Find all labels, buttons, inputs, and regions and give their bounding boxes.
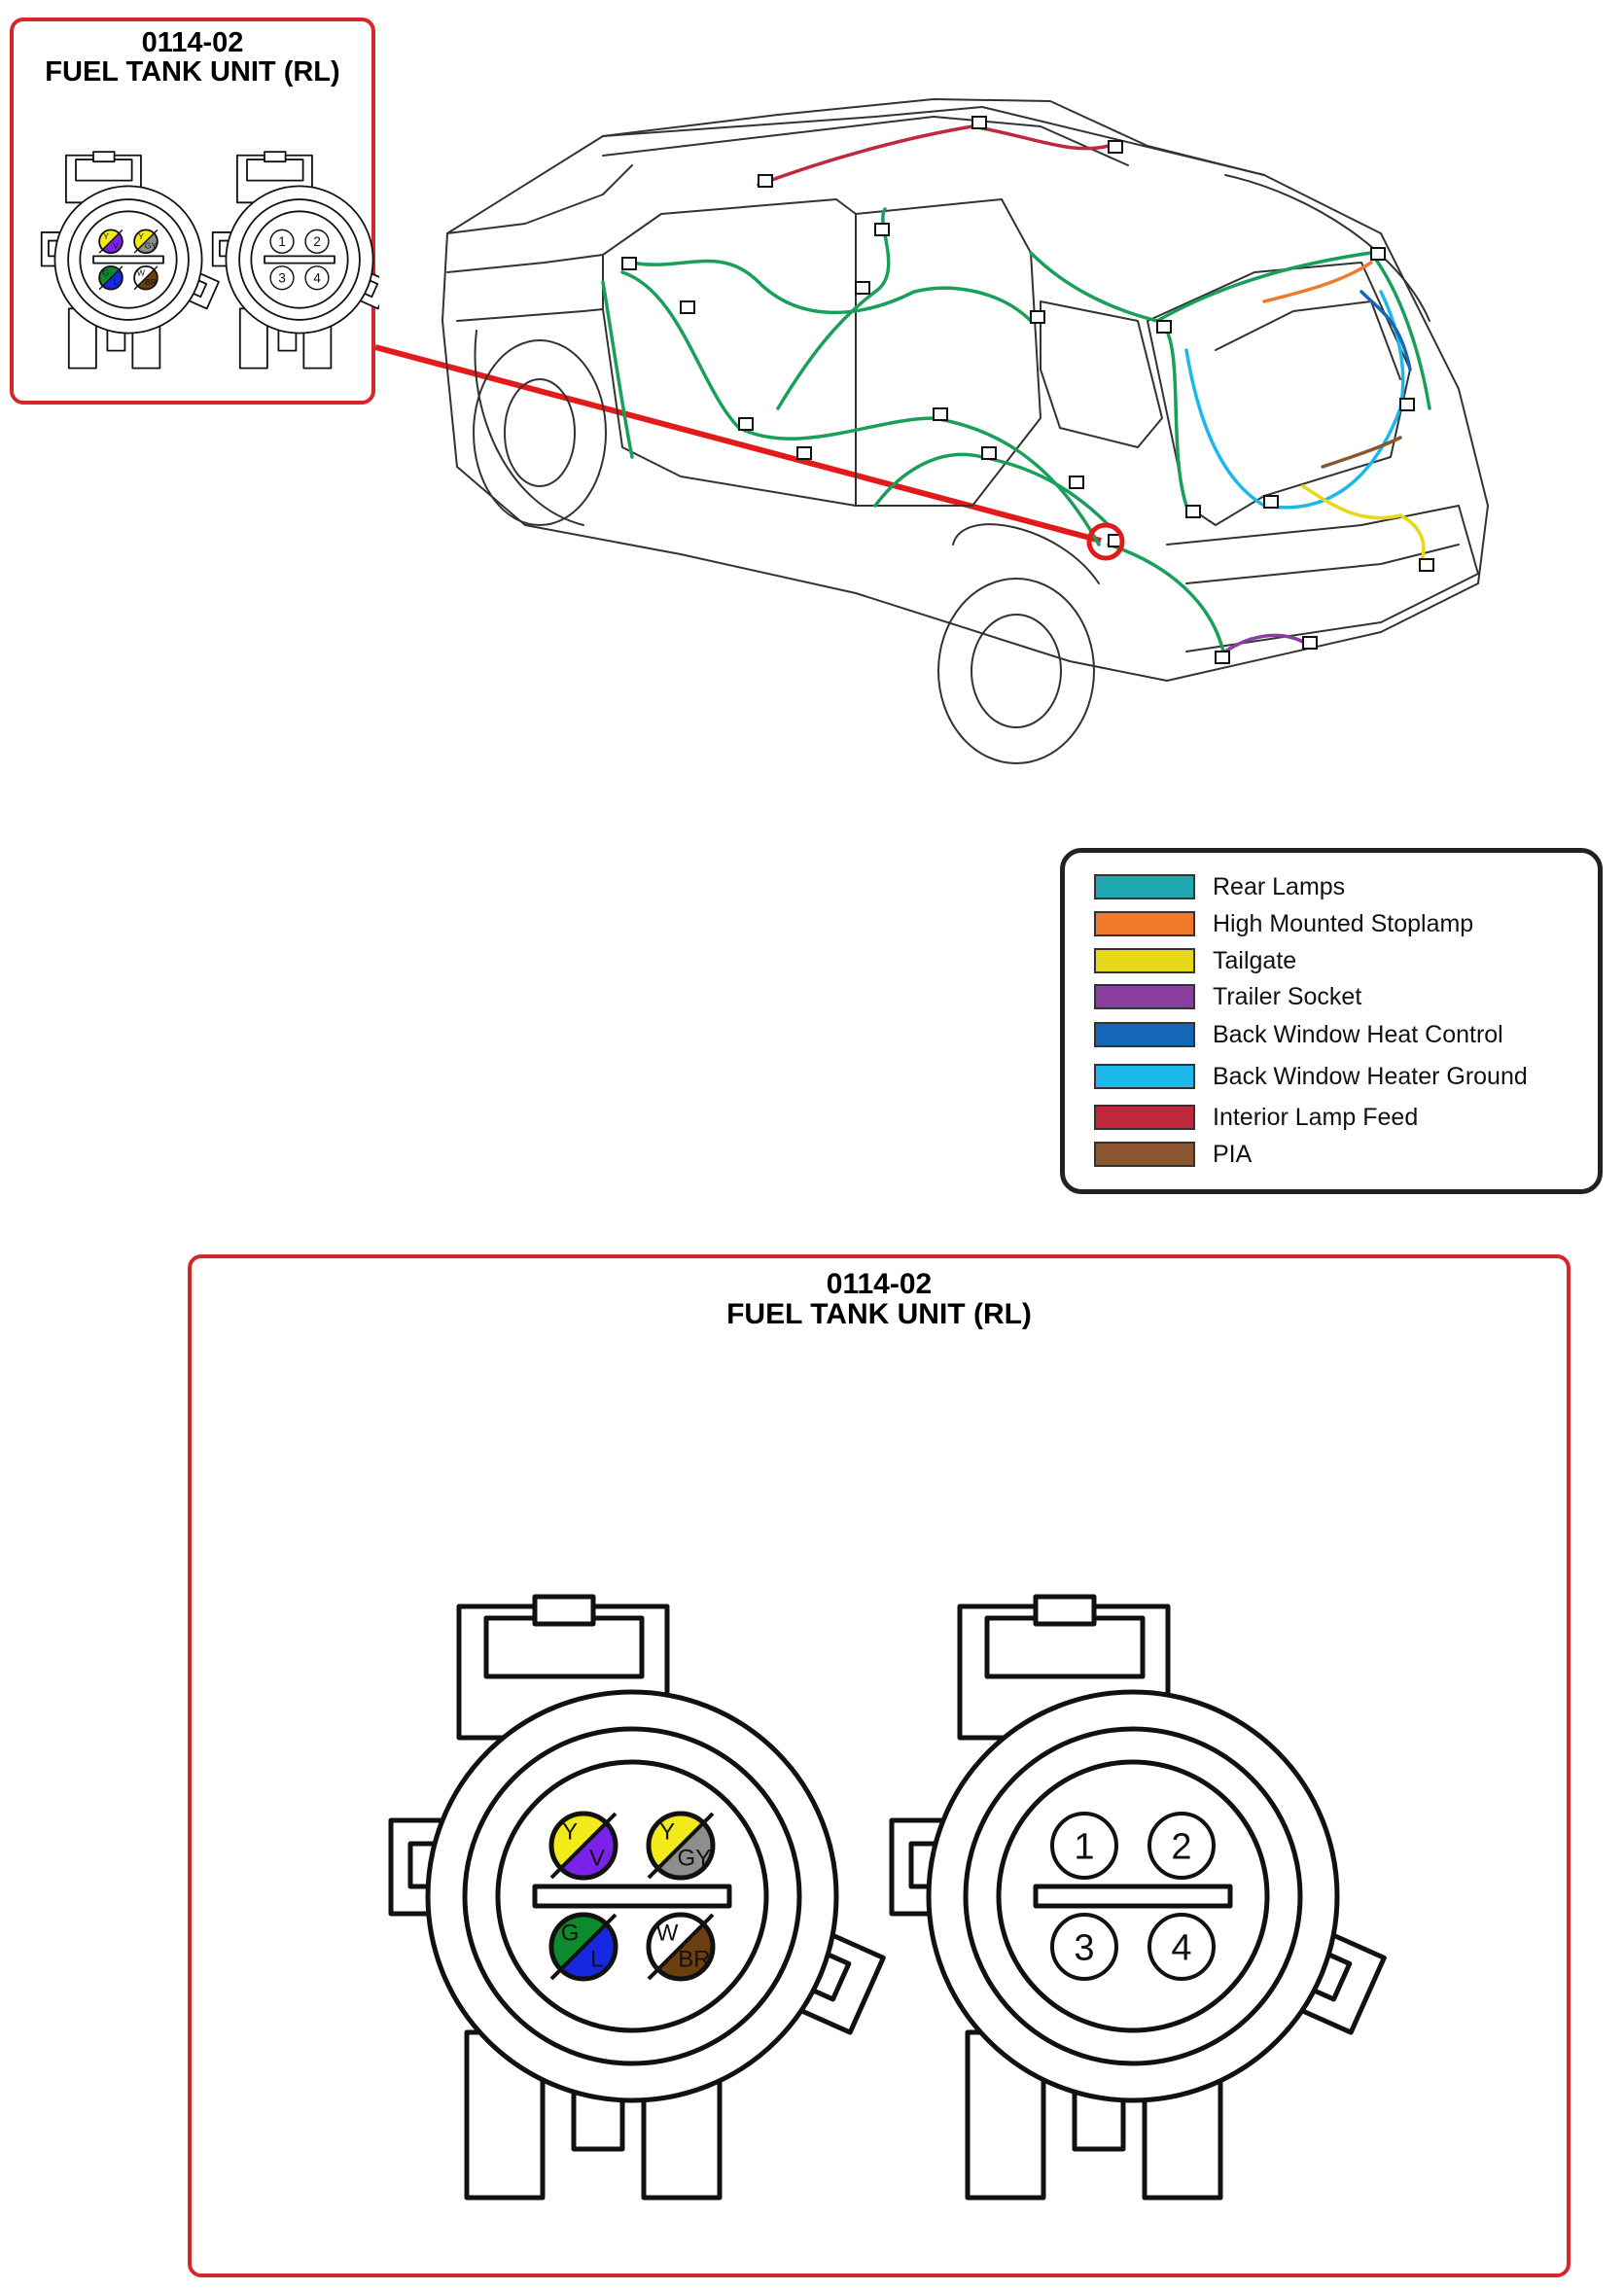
legend-item: Rear Lamps	[1094, 872, 1345, 901]
callout-panel-large: 0114-02 FUEL TANK UNIT (RL)	[188, 1254, 1571, 2277]
legend-label: Interior Lamp Feed	[1213, 1103, 1419, 1131]
callout-title-small: 0114-02 FUEL TANK UNIT (RL)	[14, 27, 371, 88]
legend-item: Back Window Heat Control	[1094, 1020, 1503, 1049]
leader-line	[374, 344, 1102, 544]
legend-label: High Mounted Stoplamp	[1213, 909, 1474, 937]
connector-name: FUEL TANK UNIT (RL)	[45, 55, 340, 88]
vehicle-harness-illustration	[441, 98, 1489, 764]
legend-label: Rear Lamps	[1213, 872, 1346, 900]
pin-number-1: 1	[269, 229, 295, 254]
legend-swatch	[1094, 1064, 1195, 1089]
pin-code-top: W	[137, 267, 146, 277]
pin-code-bottom: GY	[145, 241, 158, 251]
legend-item: PIA	[1094, 1140, 1252, 1169]
pin-number-2: 2	[304, 229, 330, 254]
connector-id-large: 0114-02	[826, 1268, 933, 1300]
svg-text:4: 4	[313, 271, 321, 286]
svg-text:3: 3	[1074, 1928, 1094, 1969]
legend-swatch	[1094, 1105, 1195, 1130]
svg-text:3: 3	[278, 271, 286, 286]
pin-top-left: YV	[548, 1811, 618, 1881]
pin-code-bottom: GY	[678, 1845, 712, 1871]
legend-swatch	[1094, 1022, 1195, 1047]
pin-code-top: G	[561, 1920, 580, 1946]
legend-item: Trailer Socket	[1094, 982, 1361, 1011]
pin-number-3: 3	[269, 265, 295, 291]
svg-text:4: 4	[1171, 1928, 1191, 1969]
svg-text:2: 2	[313, 234, 321, 249]
legend-label: PIA	[1213, 1140, 1253, 1168]
pin-top-right: YGY	[133, 229, 159, 255]
pin-bottom-left: GL	[548, 1912, 618, 1982]
pin-bottom-right: WBR	[133, 264, 159, 291]
legend-label: Trailer Socket	[1213, 982, 1362, 1010]
connector-name-large: FUEL TANK UNIT (RL)	[726, 1297, 1032, 1330]
connector-id: 0114-02	[141, 27, 244, 58]
legend-label: Back Window Heat Control	[1213, 1020, 1503, 1048]
legend-item: Tailgate	[1094, 946, 1296, 975]
legend-swatch	[1094, 1142, 1195, 1167]
pin-code-top: W	[656, 1920, 679, 1946]
pin-code-bottom: L	[590, 1946, 603, 1972]
legend-item: Interior Lamp Feed	[1094, 1103, 1418, 1132]
legend-item: Back Window Heater Ground	[1094, 1062, 1528, 1091]
legend-swatch	[1094, 874, 1195, 899]
pin-code-bottom: V	[113, 241, 119, 251]
thumbnail-pin-numbers: 1 2 3 4	[211, 151, 379, 370]
legend-swatch	[1094, 948, 1195, 973]
pin-number-4: 4	[1147, 1913, 1216, 1981]
pin-code-top: Y	[562, 1818, 578, 1845]
connector-face-pin-numbers: 1 2 3 4	[889, 1594, 1387, 2201]
svg-text:2: 2	[1171, 1827, 1191, 1868]
pin-code-top: Y	[138, 231, 144, 241]
pin-bottom-left: GL	[98, 264, 124, 291]
pin-code-bottom: V	[589, 1845, 605, 1871]
pin-number-4: 4	[304, 265, 330, 291]
legend-item: High Mounted Stoplamp	[1094, 909, 1473, 938]
pin-number-3: 3	[1050, 1913, 1118, 1981]
pin-code-top: Y	[103, 231, 109, 241]
pin-number-1: 1	[1050, 1812, 1118, 1880]
legend-swatch	[1094, 911, 1195, 936]
svg-text:1: 1	[1074, 1827, 1094, 1868]
pin-code-bottom: BR	[678, 1946, 710, 1972]
pin-code-top: Y	[659, 1818, 675, 1845]
pin-code-bottom: L	[114, 277, 119, 287]
legend-label: Back Window Heater Ground	[1213, 1062, 1528, 1090]
pin-code-top: G	[103, 267, 110, 277]
legend-label: Tailgate	[1213, 946, 1297, 974]
legend-swatch	[1094, 984, 1195, 1009]
pin-code-bottom: BR	[145, 277, 157, 287]
svg-text:1: 1	[278, 234, 286, 249]
pin-top-left: YV	[98, 229, 124, 255]
callout-title-large: 0114-02 FUEL TANK UNIT (RL)	[192, 1268, 1567, 1330]
pin-bottom-right: WBR	[646, 1912, 716, 1982]
pin-number-2: 2	[1147, 1812, 1216, 1880]
pin-top-right: YGY	[646, 1811, 716, 1881]
